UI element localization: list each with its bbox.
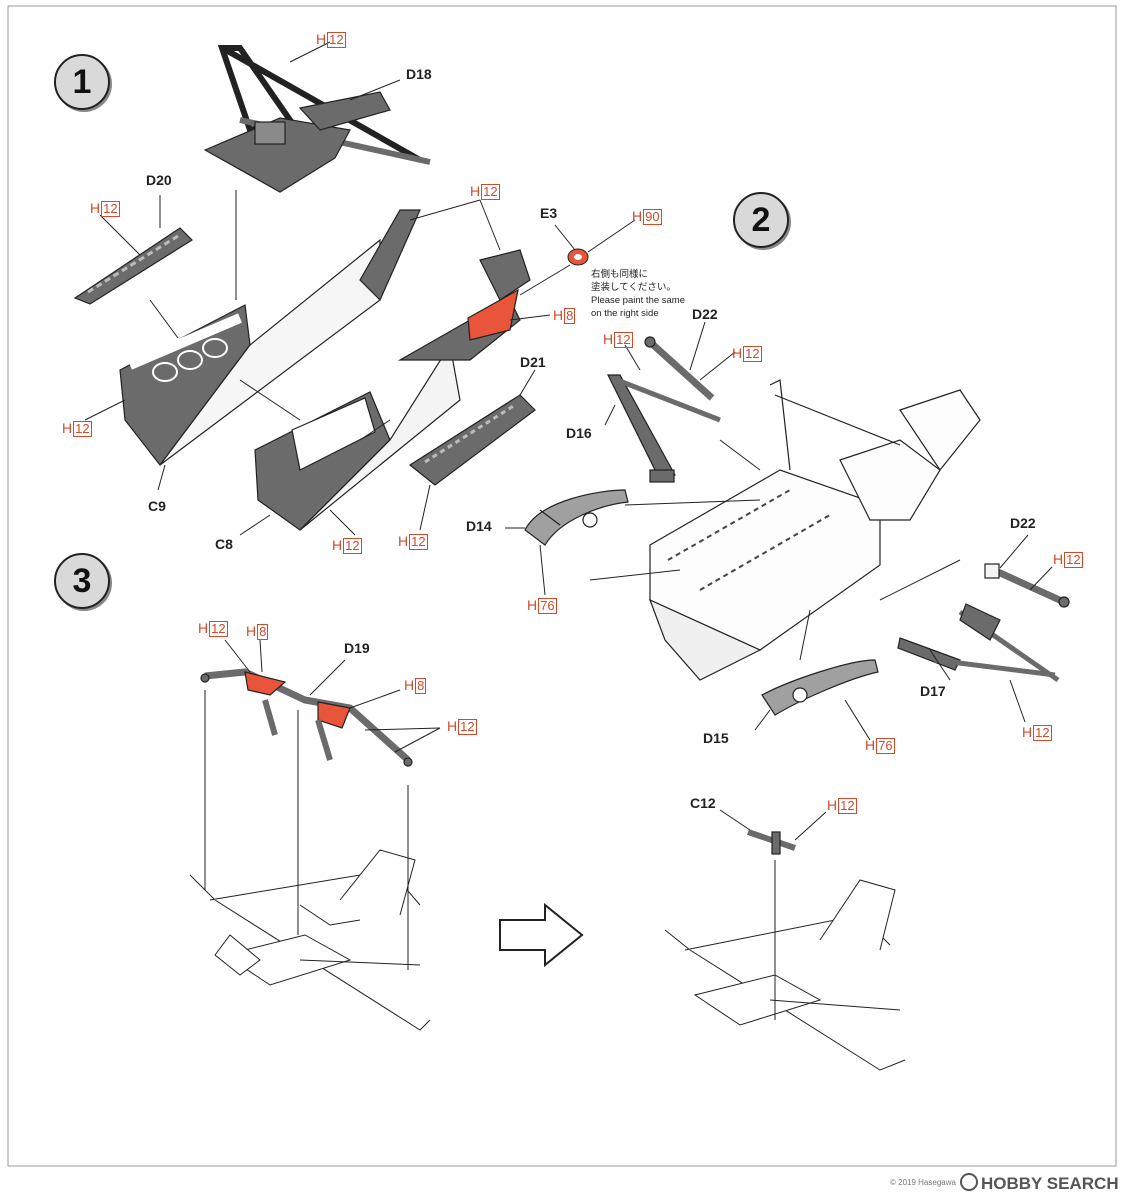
label-c12: C12 [690, 795, 716, 811]
hobby-search-logo: HOBBY SEARCH [960, 1173, 1119, 1194]
step2-leader-lines [505, 321, 1053, 741]
label-d21: D21 [520, 354, 546, 370]
d14-exhaust [524, 489, 629, 546]
c9-block-left [119, 209, 421, 466]
logo-seal-icon [960, 1173, 978, 1191]
note-jp-line-2: 塗装してください。 [591, 282, 676, 293]
paint-note: 右側も同様に 塗装してください。 Please paint the same o… [591, 268, 685, 320]
step-1-badge: 1 [54, 54, 110, 110]
red-paint-area [467, 288, 519, 341]
label-e3: E3 [540, 205, 558, 221]
note-jp-line-1: 右側も同様に [591, 269, 649, 280]
label-d15: D15 [703, 730, 729, 746]
step-2-badge: 2 [733, 192, 789, 248]
step3-guide-lines [204, 639, 441, 970]
d20-cam-cover [73, 227, 193, 305]
label-d22-lower: D22 [1010, 515, 1036, 531]
d21-cam-cover [408, 394, 536, 486]
label-c9: C9 [148, 498, 166, 514]
page-border [7, 5, 1117, 1167]
step-3-badge: 3 [54, 553, 110, 609]
label-d20: D20 [146, 172, 172, 188]
d17-wishbone [897, 603, 1060, 683]
d16-wishbone [607, 374, 721, 483]
d22-rods [644, 336, 1070, 608]
step3-chassis-right [664, 879, 906, 1071]
label-d18: D18 [406, 66, 432, 82]
label-d14: D14 [466, 518, 492, 534]
label-c8: C8 [215, 536, 233, 552]
d19-crossbar [200, 668, 413, 767]
label-d16: D16 [566, 425, 592, 441]
step1-leader-lines [84, 41, 636, 536]
footer-copyright: © 2019 Hasegawa [890, 1178, 956, 1187]
d18-rear-frame [203, 45, 431, 193]
d15-exhaust [761, 659, 879, 716]
label-d22-upper: D22 [692, 306, 718, 322]
label-d19: D19 [344, 640, 370, 656]
note-en-line-1: Please paint the same [591, 295, 686, 306]
c8-block-right [254, 249, 531, 531]
note-en-line-2: on the right side [591, 308, 659, 319]
e3-part [567, 248, 589, 266]
step3-chassis-left [189, 849, 431, 1031]
label-d17: D17 [920, 683, 946, 699]
transition-arrow [499, 902, 584, 968]
step2-engine-assembly [648, 379, 981, 681]
c12-part [719, 809, 827, 1020]
